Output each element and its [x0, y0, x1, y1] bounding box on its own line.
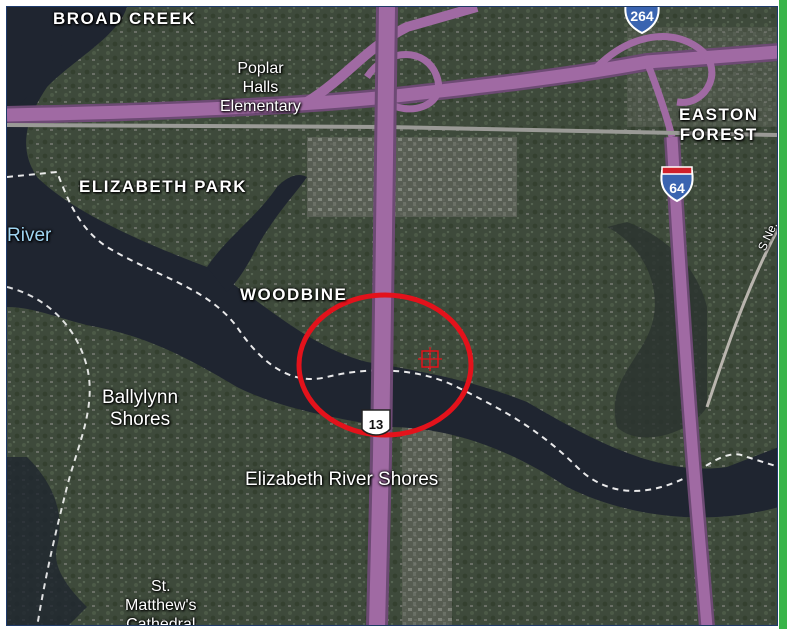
interchange-ramp	[594, 33, 716, 106]
svg-text:13: 13	[369, 417, 383, 432]
highlight-circle-icon	[296, 292, 474, 438]
svg-text:264: 264	[630, 8, 654, 24]
st-matthews-cathedral-label: St. Matthew's Cathedral	[125, 578, 197, 626]
interstate-64-shield: 64	[660, 166, 694, 203]
south-creek	[7, 457, 87, 625]
interstate-264-shield: 264	[624, 7, 660, 35]
boundary-line-west	[7, 286, 91, 625]
easton-forest-label: EASTON FOREST	[679, 105, 759, 144]
broad-creek-water	[7, 7, 77, 117]
map-graphics	[7, 7, 777, 625]
broad-creek-label: BROAD CREEK	[53, 9, 197, 28]
green-edge-bar	[779, 0, 787, 629]
woodbine-label: WOODBINE	[240, 285, 348, 304]
elizabeth-river-shores-label: Elizabeth River Shores	[245, 469, 439, 490]
us-13-highway-surface	[369, 7, 395, 625]
creek-branch	[207, 175, 307, 292]
elizabeth-park-label: ELIZABETH PARK	[79, 177, 248, 196]
poplar-halls-elementary-label: Poplar Halls Elementary	[220, 60, 301, 115]
satellite-map[interactable]: 264 64 13 BROAD CREEK Poplar Halls Eleme…	[6, 6, 778, 626]
minor-road	[705, 227, 777, 408]
boundary-line	[7, 170, 777, 492]
ballylynn-shores-label: Ballylynn Shores	[102, 387, 179, 430]
river-label: River	[7, 225, 52, 246]
svg-text:64: 64	[669, 180, 685, 196]
urban-area	[307, 137, 517, 217]
interstate-264-ramp	[304, 7, 479, 107]
target-marker-icon	[418, 347, 442, 371]
urban-area	[402, 427, 452, 625]
us-13-shield: 13	[361, 409, 391, 436]
